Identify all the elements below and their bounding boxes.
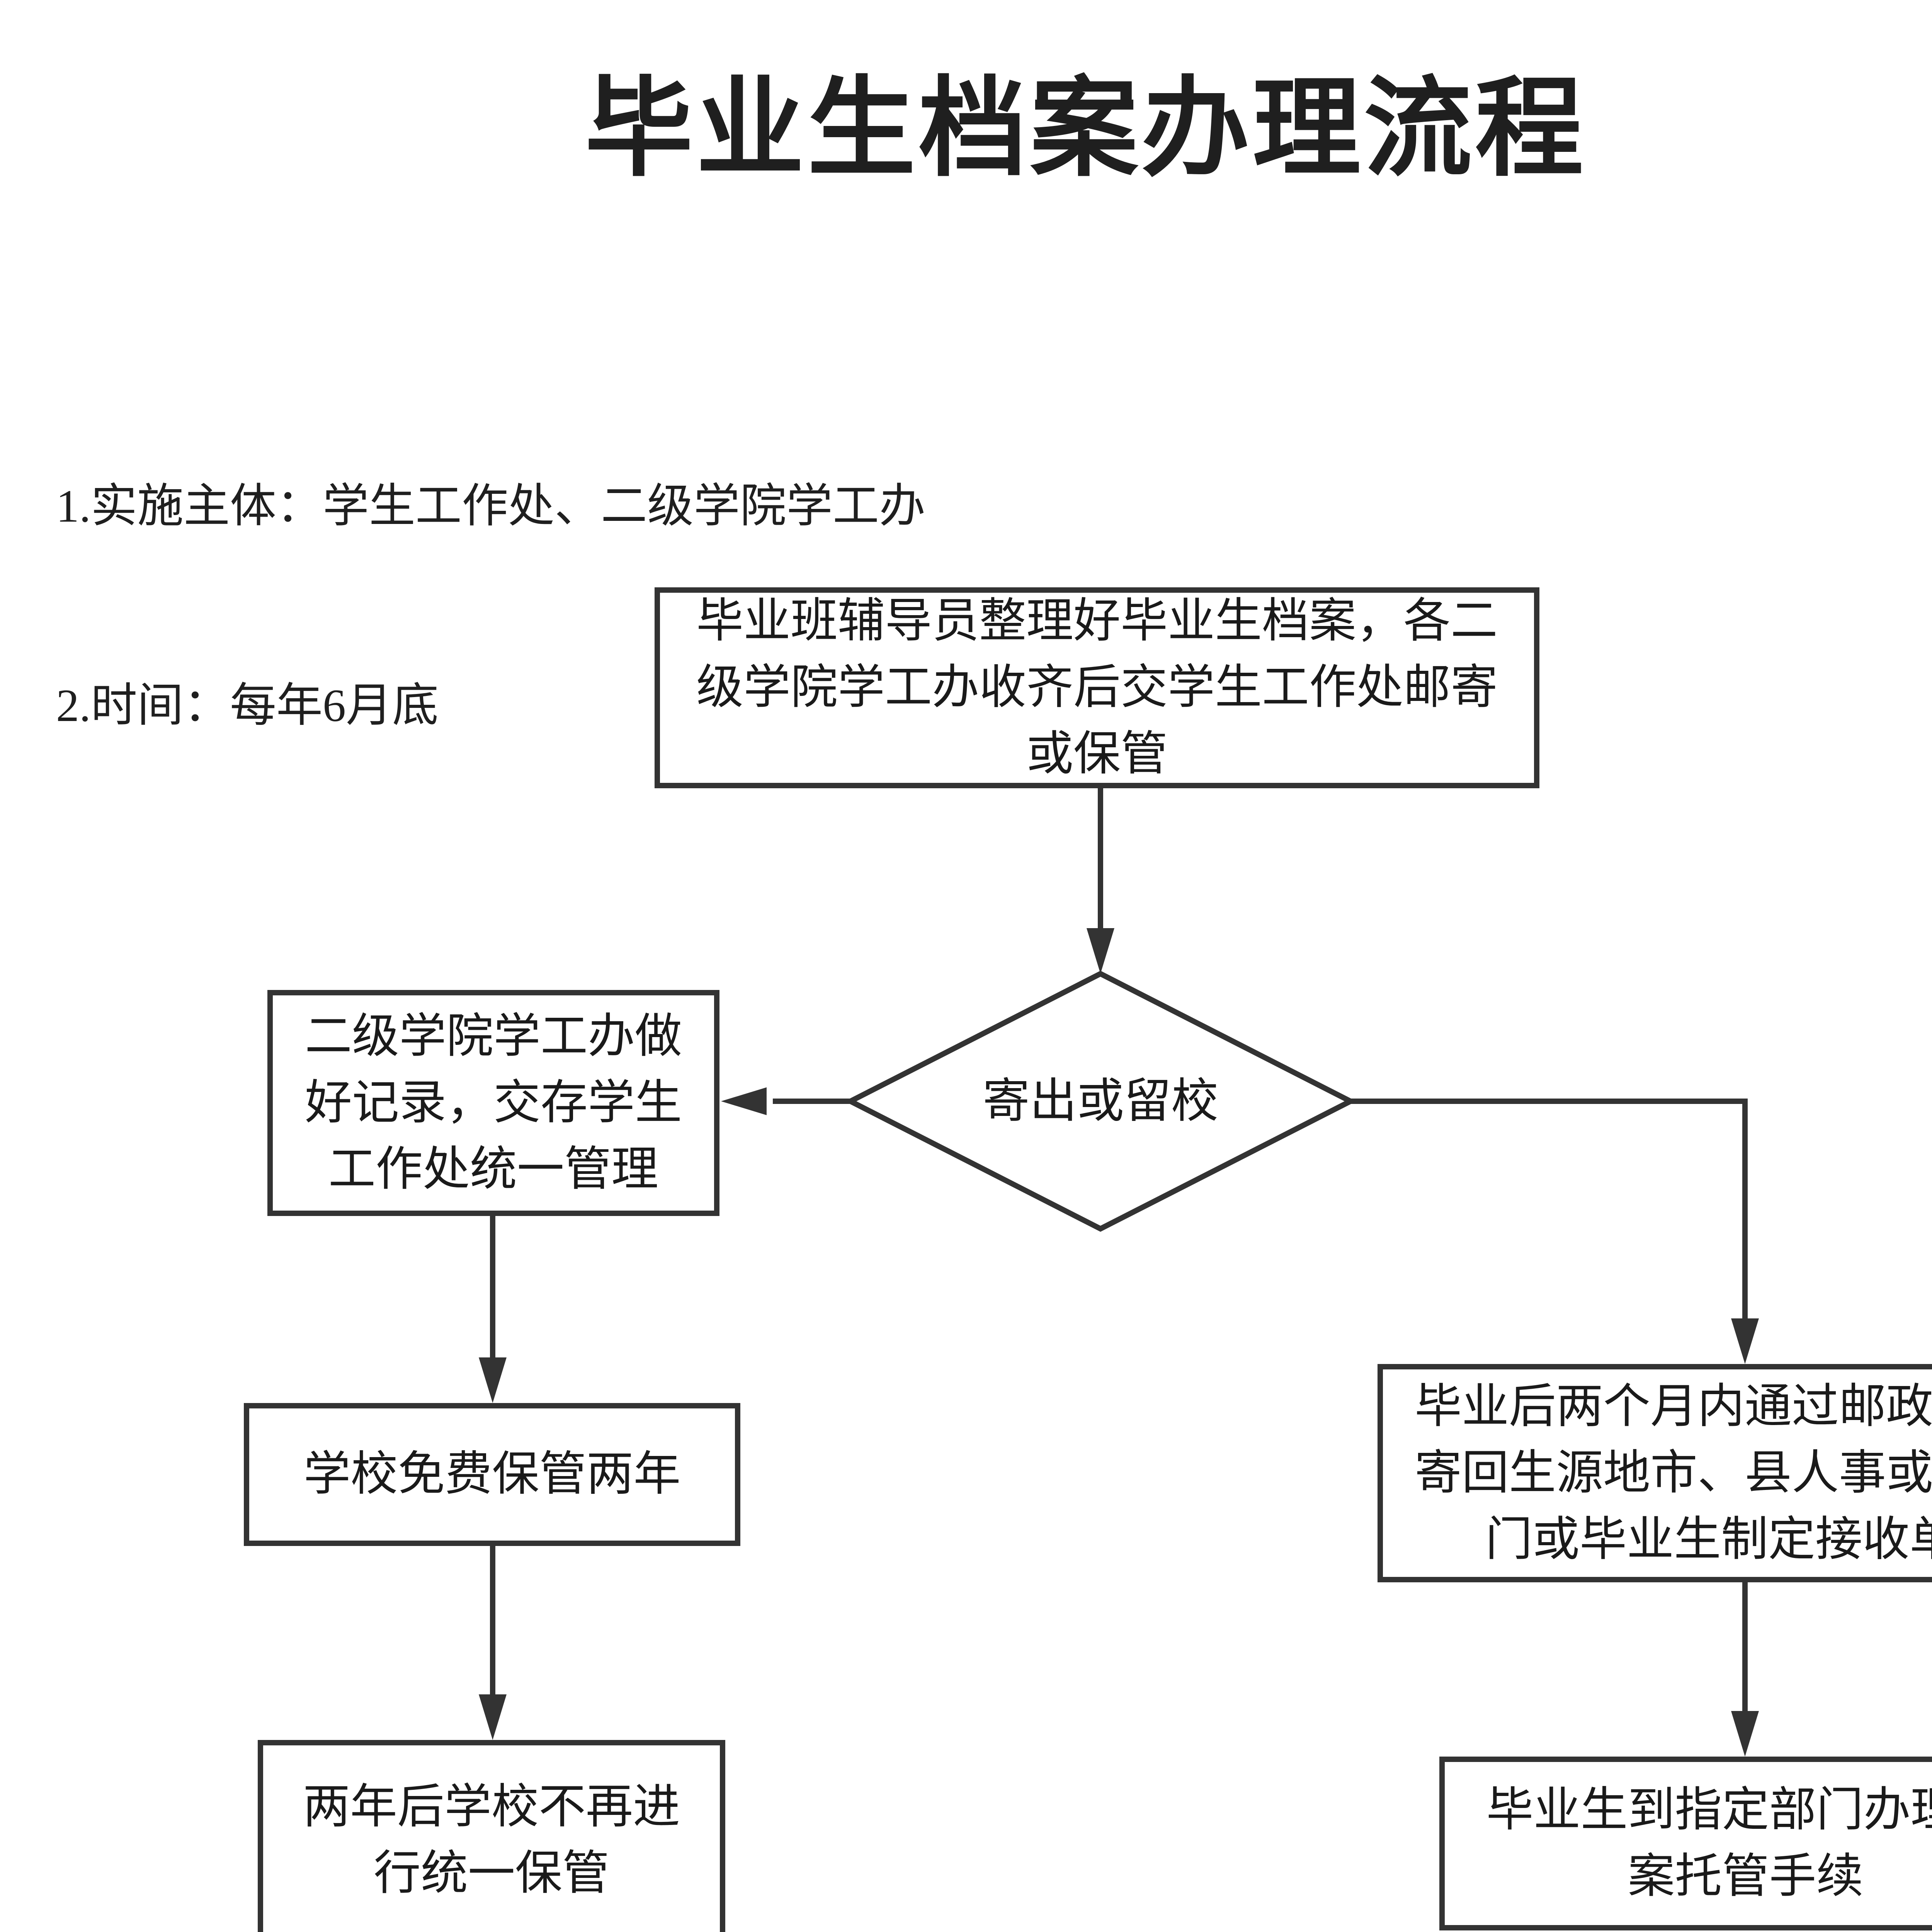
start-box-line: 级学院学工办收齐后交学生工作处邮寄 [696,662,1498,714]
custody-box-line: 案托管手续 [1628,1850,1864,1903]
decision-diamond [844,971,1357,1232]
arrowhead-down-icon [1731,1318,1759,1364]
start-box-line: 或保管 [1026,728,1168,780]
after-two-years-line: 两年后学校不再进 [303,1781,680,1833]
keep-box-line: 二级学院学工办做 [305,1010,682,1063]
arrowhead-down-icon [479,1694,507,1740]
connector-decision-to-mail [1350,1099,1748,1320]
after-two-years-line: 行统一保管 [374,1847,609,1900]
custody-box-line: 毕业生到指定部门办理档 [1486,1784,1932,1836]
arrowhead-down-icon [1731,1711,1759,1757]
mail-archive-box: 毕业后两个月内通过邮政部门邮 寄回生源地市、县人事或社保部 门或毕业生制定接收单… [1378,1364,1932,1582]
page-title: 毕业生档案办理流程 [585,69,1587,189]
custody-procedure-box: 毕业生到指定部门办理档 案托管手续 [1439,1757,1932,1930]
start-box: 毕业班辅导员整理好毕业生档案，各二 级学院学工办收齐后交学生工作处邮寄 或保管 [655,587,1539,788]
arrowhead-down-icon [1087,928,1114,974]
start-box-line: 毕业班辅导员整理好毕业生档案，各二 [696,595,1498,647]
mail-box-line: 门或毕业生制定接收单位 [1485,1513,1932,1566]
keep-box-line: 工作处统一管理 [328,1143,658,1196]
keep-on-campus-box: 二级学院学工办做 好记录，交存学生 工作处统一管理 [267,990,719,1216]
after-two-years-box: 两年后学校不再进 行统一保管 [258,1740,725,1932]
notes-block: 1.实施主体：学生工作处、二级学院学工办 2.时间：每年6月底 [56,340,925,872]
mail-box-line: 寄回生源地市、县人事或社保部 [1415,1447,1932,1499]
keep-box-line: 好记录，交存学生 [305,1077,682,1129]
decision-label: 寄出或留校 [983,1075,1218,1128]
note-line-1: 1.实施主体：学生工作处、二级学院学工办 [56,480,925,532]
note-line-2: 2.时间：每年6月底 [56,680,439,731]
free-storage-box: 学校免费保管两年 [244,1403,740,1546]
mail-box-line: 毕业后两个月内通过邮政部门邮 [1415,1380,1932,1433]
arrowhead-down-icon [479,1357,507,1403]
arrowhead-left-icon [721,1087,767,1115]
free-storage-line: 学校免费保管两年 [303,1448,681,1500]
